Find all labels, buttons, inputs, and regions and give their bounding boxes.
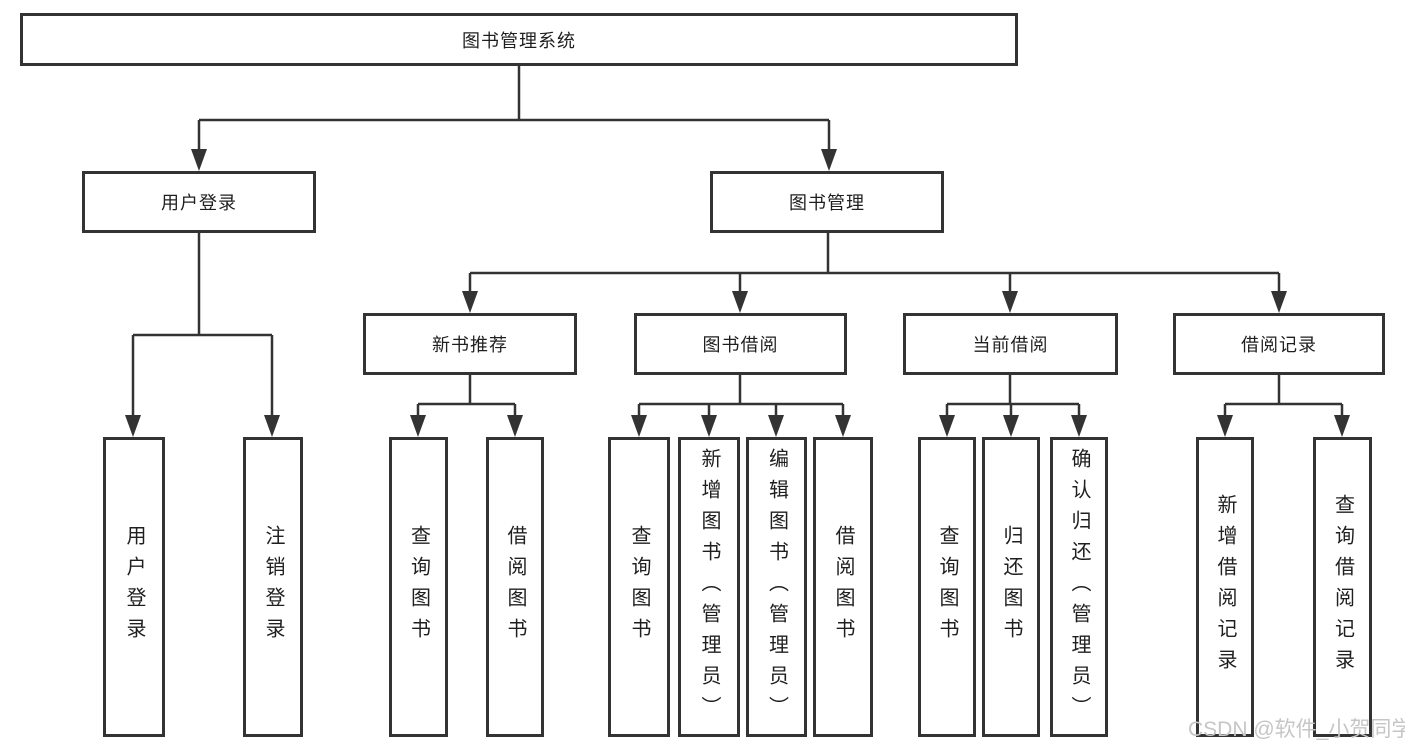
connector-new-books-to-leaves	[410, 375, 523, 437]
leaf-return-books: 归还图书	[982, 437, 1040, 737]
node-current-borrowing: 当前借阅	[903, 313, 1118, 375]
node-book-management-branch: 图书管理	[710, 171, 944, 233]
leaf-confirm-return-admin: 确认归还（管理员）	[1050, 437, 1108, 737]
node-label: 确认归还（管理员）	[1068, 447, 1090, 727]
node-label: 查询图书	[407, 525, 430, 649]
leaf-logout: 注销登录	[243, 437, 303, 737]
node-label: 新增图书（管理员）	[698, 447, 720, 727]
leaf-query-borrow-record: 查询借阅记录	[1313, 437, 1372, 737]
node-label: 查询图书	[628, 525, 650, 649]
connector-user-login-to-leaves	[125, 233, 280, 437]
node-label: 借阅记录	[1241, 335, 1317, 355]
node-user-login-branch: 用户登录	[82, 171, 316, 233]
csdn-watermark: CSDN @软件_小贺同学	[1188, 718, 1405, 741]
node-library-management-system: 图书管理系统	[20, 13, 1018, 66]
node-label: 编辑图书（管理员）	[765, 447, 788, 727]
leaf-edit-books-admin: 编辑图书（管理员）	[746, 437, 807, 737]
leaf-query-books-3: 查询图书	[918, 437, 976, 737]
leaf-user-login: 用户登录	[103, 437, 165, 737]
node-borrowing-records: 借阅记录	[1173, 313, 1385, 375]
node-label: 新书推荐	[432, 335, 508, 355]
node-new-book-recommendation: 新书推荐	[363, 313, 577, 375]
connector-root-to-level2	[191, 66, 837, 171]
leaf-add-books-admin: 新增图书（管理员）	[678, 437, 740, 737]
connector-book-management-to-level3	[462, 233, 1287, 313]
node-label: 查询借阅记录	[1331, 494, 1354, 680]
node-label: 查询图书	[936, 525, 958, 649]
node-label: 用户登录	[161, 193, 237, 213]
node-label: 借阅图书	[832, 525, 854, 649]
node-label: 图书管理	[789, 193, 865, 213]
leaf-add-borrow-record: 新增借阅记录	[1196, 437, 1254, 737]
node-label: 注销登录	[262, 525, 284, 649]
node-book-borrowing: 图书借阅	[634, 313, 847, 375]
connector-records-to-leaves	[1217, 375, 1350, 437]
node-label: 图书借阅	[702, 335, 779, 355]
node-label: 图书管理系统	[462, 30, 576, 51]
leaf-query-books-2: 查询图书	[608, 437, 670, 737]
node-label: 用户登录	[123, 525, 145, 649]
node-label: 当前借阅	[972, 335, 1049, 355]
node-label: 借阅图书	[504, 525, 526, 649]
connector-current-to-leaves	[939, 375, 1087, 437]
connector-borrowing-to-leaves	[631, 375, 851, 437]
node-label: 归还图书	[1000, 525, 1022, 649]
leaf-query-books-1: 查询图书	[389, 437, 448, 737]
leaf-borrow-books-1: 借阅图书	[486, 437, 544, 737]
leaf-borrow-books-2: 借阅图书	[813, 437, 873, 737]
node-label: 新增借阅记录	[1214, 494, 1236, 680]
